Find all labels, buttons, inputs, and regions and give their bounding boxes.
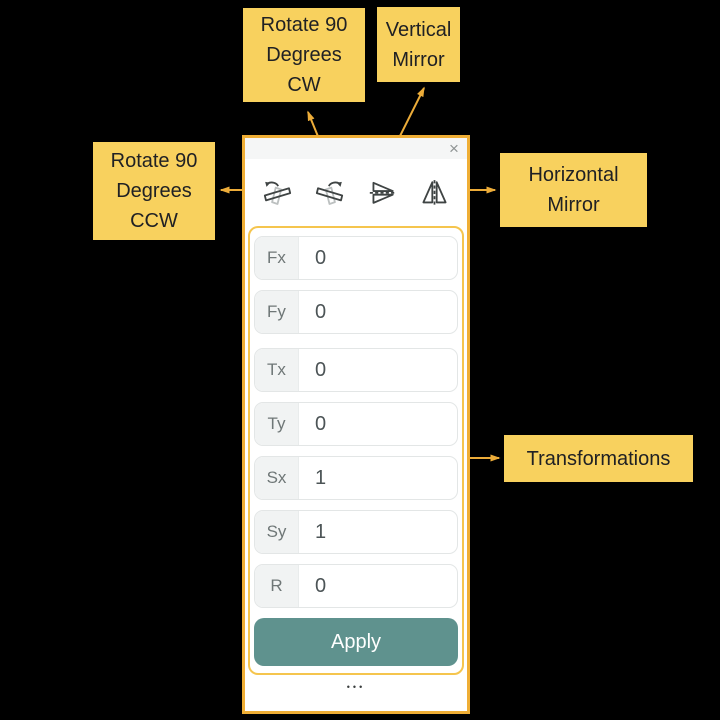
panel-titlebar: × (245, 138, 467, 159)
fx-input[interactable] (299, 237, 457, 279)
field-row-fy: Fy (254, 290, 458, 334)
horizontal-mirror-icon (422, 180, 447, 206)
field-row-sx: Sx (254, 456, 458, 500)
vertical-mirror-button[interactable] (364, 175, 400, 211)
close-icon[interactable]: × (449, 138, 459, 158)
field-row-sy: Sy (254, 510, 458, 554)
rotate-90-cw-icon (316, 181, 344, 205)
rotate-90-ccw-icon (263, 181, 291, 205)
field-row-fx: Fx (254, 236, 458, 280)
apply-button[interactable]: Apply (254, 618, 458, 666)
horizontal-mirror-button[interactable] (417, 175, 453, 211)
vertical-mirror-icon (369, 181, 395, 204)
sy-input[interactable] (299, 511, 457, 553)
transform-toolbar (245, 159, 467, 226)
tx-input[interactable] (299, 349, 457, 391)
sx-input[interactable] (299, 457, 457, 499)
callout-rotate-90-ccw: Rotate 90 Degrees CCW (93, 142, 215, 240)
drag-handle-dots[interactable]: ••• (346, 682, 366, 692)
field-label: R (255, 565, 299, 607)
field-row-tx: Tx (254, 348, 458, 392)
rotate-90-cw-button[interactable] (312, 175, 348, 211)
field-label: Tx (255, 349, 299, 391)
field-label: Fx (255, 237, 299, 279)
ty-input[interactable] (299, 403, 457, 445)
callout-rotate-90-cw: Rotate 90 Degrees CW (243, 8, 365, 102)
field-row-r: R (254, 564, 458, 608)
field-label: Ty (255, 403, 299, 445)
field-label: Fy (255, 291, 299, 333)
callout-vertical-mirror: Vertical Mirror (377, 7, 460, 82)
callout-transformations: Transformations (504, 435, 693, 482)
transform-panel: × (242, 135, 470, 714)
callout-horizontal-mirror: Horizontal Mirror (500, 153, 647, 227)
transformations-form: Fx Fy Tx Ty Sx Sy (248, 226, 464, 675)
rotate-90-ccw-button[interactable] (259, 175, 295, 211)
field-row-ty: Ty (254, 402, 458, 446)
field-label: Sx (255, 457, 299, 499)
field-label: Sy (255, 511, 299, 553)
r-input[interactable] (299, 565, 457, 607)
fy-input[interactable] (299, 291, 457, 333)
